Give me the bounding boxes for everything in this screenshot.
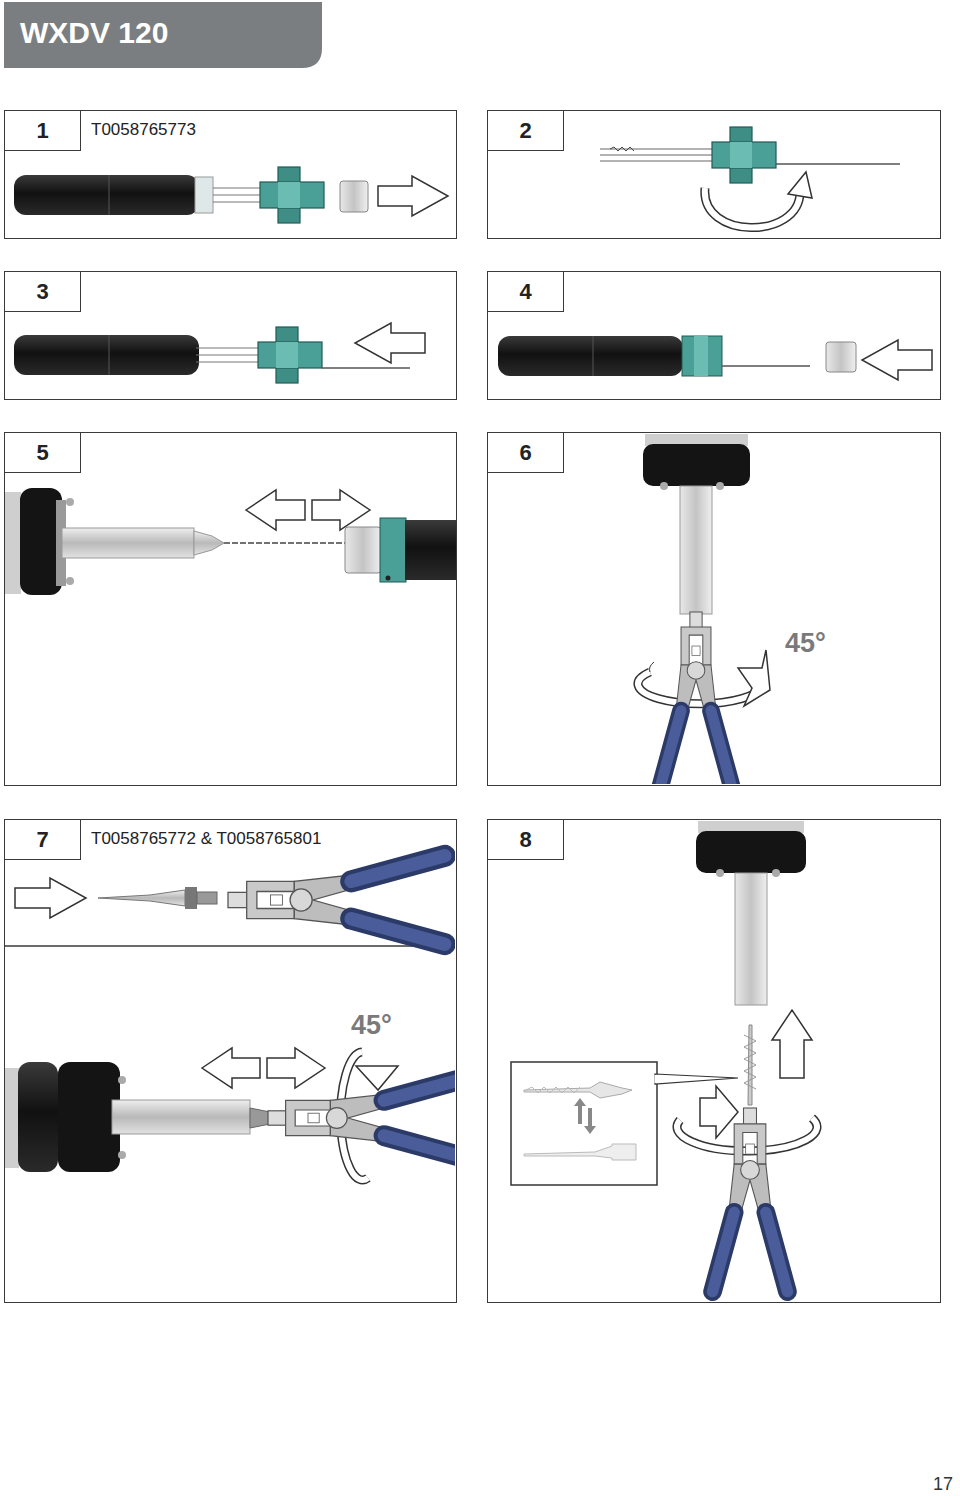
step-number: 5: [5, 433, 81, 473]
step-number: 6: [488, 433, 564, 473]
step-panel: 2: [487, 110, 941, 239]
step-panel: 6: [487, 432, 941, 786]
step-number: 8: [488, 820, 564, 860]
step-panel: 1 T0058765773: [4, 110, 457, 239]
step-number: 4: [488, 272, 564, 312]
angle-label: 45°: [785, 628, 826, 659]
step-panel: 7 T0058765772 & T0058765801: [4, 819, 457, 1303]
step-panel: 3: [4, 271, 457, 400]
angle-label: 45°: [351, 1010, 392, 1041]
page-title: WXDV 120: [20, 16, 168, 50]
part-number: T0058765773: [91, 120, 196, 140]
step-number: 3: [5, 272, 81, 312]
step-number: 7: [5, 820, 81, 860]
step-panel: 5: [4, 432, 457, 786]
page-number: 17: [933, 1474, 953, 1495]
step-number: 2: [488, 111, 564, 151]
step-number: 1: [5, 111, 81, 151]
step-panel: 4: [487, 271, 941, 400]
part-number: T0058765772 & T0058765801: [91, 829, 321, 849]
step-panel: 8: [487, 819, 941, 1303]
